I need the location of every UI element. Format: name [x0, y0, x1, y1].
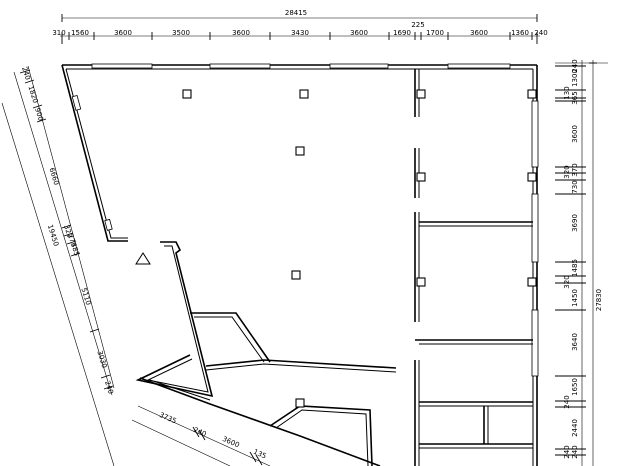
column-2 — [299, 89, 309, 99]
top-seg-0: 310 — [52, 29, 65, 37]
bottom-seg-0: 3735 — [158, 411, 178, 426]
column-4 — [527, 89, 537, 99]
right-top-value: 240 — [571, 59, 579, 72]
left-overall-dimension: 19450 — [46, 224, 60, 248]
left-seg-9: 240 — [103, 380, 115, 395]
top-seg-3: 3500 — [172, 29, 190, 37]
top-gap-label: 225 — [411, 21, 424, 29]
right-seg-9: 1485 — [571, 259, 579, 277]
left-seg-1: 1820 — [26, 85, 39, 104]
window-north-3 — [329, 63, 389, 69]
top-seg-8: 1700 — [426, 29, 444, 37]
left-seg-8: 3030 — [95, 350, 108, 369]
top-dimension-ticks — [61, 32, 538, 44]
walls — [61, 63, 539, 466]
right-seg-3: 3600 — [571, 125, 579, 143]
window-north-4 — [447, 63, 511, 69]
right-seg-14: 240 — [563, 445, 571, 458]
triangle-marker-icon — [135, 252, 151, 265]
column-11 — [295, 398, 305, 408]
window-west-1 — [71, 94, 82, 111]
top-seg-11: 240 — [534, 29, 547, 37]
left-seg-3: 6660 — [47, 167, 60, 186]
column-3 — [416, 89, 426, 99]
column-5 — [295, 146, 305, 156]
window-north-2 — [209, 63, 271, 69]
left-seg-4: 320 — [62, 224, 74, 239]
window-east-2 — [531, 193, 539, 263]
left-seg-5: 275 — [66, 233, 78, 248]
window-north-1 — [91, 63, 153, 69]
column-8 — [291, 270, 301, 280]
right-seg-5: 370 — [571, 163, 579, 176]
columns — [182, 89, 537, 408]
right-seg-1: 365 — [571, 91, 579, 104]
top-seg-7: 1690 — [393, 29, 411, 37]
top-seg-4: 3600 — [232, 29, 250, 37]
left-seg-7: 5110 — [79, 287, 92, 306]
window-east-1 — [531, 100, 539, 168]
right-seg-15: 2440 — [571, 419, 579, 437]
bottom-dimension-chain: 3735 240 3600 135 — [131, 405, 271, 466]
top-seg-5: 3430 — [291, 29, 309, 37]
right-seg-13: 240 — [563, 395, 571, 408]
top-seg-9: 3600 — [470, 29, 488, 37]
bottom-seg-2: 3600 — [221, 435, 241, 450]
column-6 — [416, 172, 426, 182]
right-overall-dimension: 27830 — [595, 289, 603, 311]
right-dimension-chain: 240 27830 1300 365 130 3600 320 370 730 … — [555, 59, 608, 466]
window-west-2 — [104, 218, 113, 231]
right-seg-2: 130 — [563, 86, 571, 99]
column-9 — [416, 277, 426, 287]
window-east-3 — [531, 309, 539, 377]
right-seg-0: 1300 — [571, 69, 579, 87]
left-seg-6: 485 — [69, 242, 81, 257]
top-seg-6: 3600 — [350, 29, 368, 37]
right-seg-12: 1650 — [571, 378, 579, 396]
left-seg-0: 240 — [20, 66, 32, 81]
right-dimension-ticks — [555, 65, 586, 456]
right-seg-16: 240 — [571, 445, 579, 458]
right-seg-11: 3640 — [571, 333, 579, 351]
top-seg-2: 3600 — [114, 29, 132, 37]
right-seg-8: 320 — [563, 275, 571, 288]
right-seg-4: 320 — [563, 165, 571, 178]
right-seg-6: 730 — [571, 180, 579, 193]
top-seg-10: 1360 — [511, 29, 529, 37]
column-10 — [527, 277, 537, 287]
right-seg-10: 1450 — [571, 289, 579, 307]
left-seg-2: 900 — [33, 107, 45, 122]
right-seg-7: 3690 — [571, 214, 579, 232]
left-dimension-chain: 240 1820 900 6660 19450 320 275 485 5110… — [1, 66, 115, 466]
top-dimension-chain: 28415 225 310 1560 3600 3500 3600 3430 3… — [52, 9, 548, 44]
top-seg-1: 1560 — [71, 29, 89, 37]
top-overall-dimension: 28415 — [285, 9, 307, 17]
column-1 — [182, 89, 192, 99]
column-7 — [527, 172, 537, 182]
